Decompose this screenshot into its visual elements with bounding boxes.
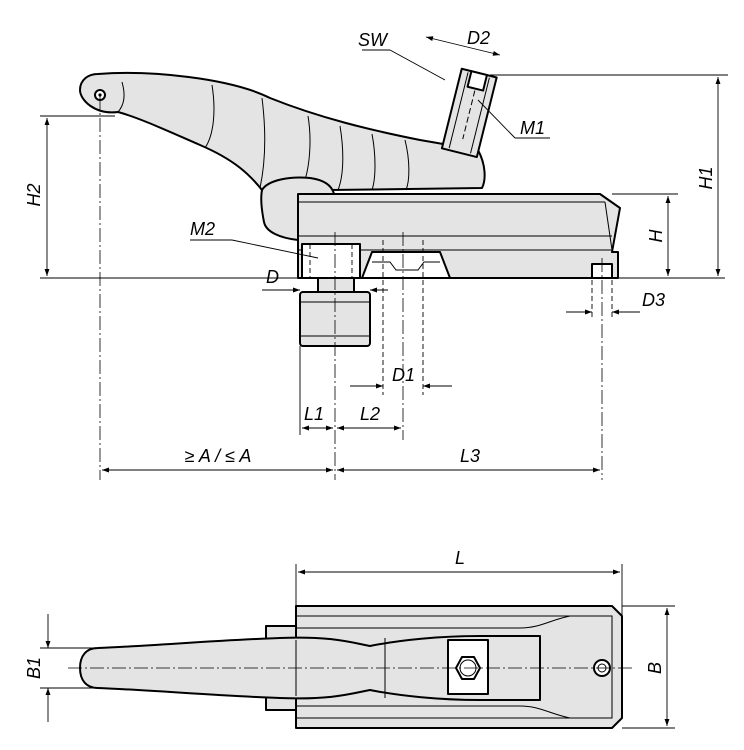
adjusting-screw bbox=[440, 67, 498, 159]
label-b1: B1 bbox=[24, 657, 44, 679]
m2-thread bbox=[301, 243, 361, 279]
side-view bbox=[40, 36, 728, 480]
label-d1: D1 bbox=[392, 365, 415, 385]
label-m1: M1 bbox=[520, 118, 545, 138]
label-l: L bbox=[455, 548, 465, 568]
wedge-slot bbox=[361, 251, 451, 279]
label-h1: H1 bbox=[696, 166, 716, 189]
label-l1: L1 bbox=[304, 404, 324, 424]
label-b: B bbox=[645, 662, 665, 674]
label-d2: D2 bbox=[467, 28, 490, 48]
label-a: ≥ A / ≤ A bbox=[185, 446, 252, 466]
label-d: D bbox=[266, 267, 279, 287]
label-l2: L2 bbox=[360, 404, 380, 424]
locking-pin bbox=[299, 232, 371, 480]
label-h2: H2 bbox=[24, 183, 44, 206]
dimension-labels: SW D2 M1 H1 H2 H M2 D D3 D1 L1 L2 ≥ A / … bbox=[24, 28, 716, 679]
handle-lever bbox=[79, 72, 486, 191]
label-sw: SW bbox=[358, 30, 389, 50]
top-view bbox=[40, 564, 675, 729]
label-m2: M2 bbox=[190, 219, 215, 239]
label-h: H bbox=[646, 229, 666, 243]
label-l3: L3 bbox=[460, 446, 480, 466]
label-d3: D3 bbox=[642, 290, 665, 310]
